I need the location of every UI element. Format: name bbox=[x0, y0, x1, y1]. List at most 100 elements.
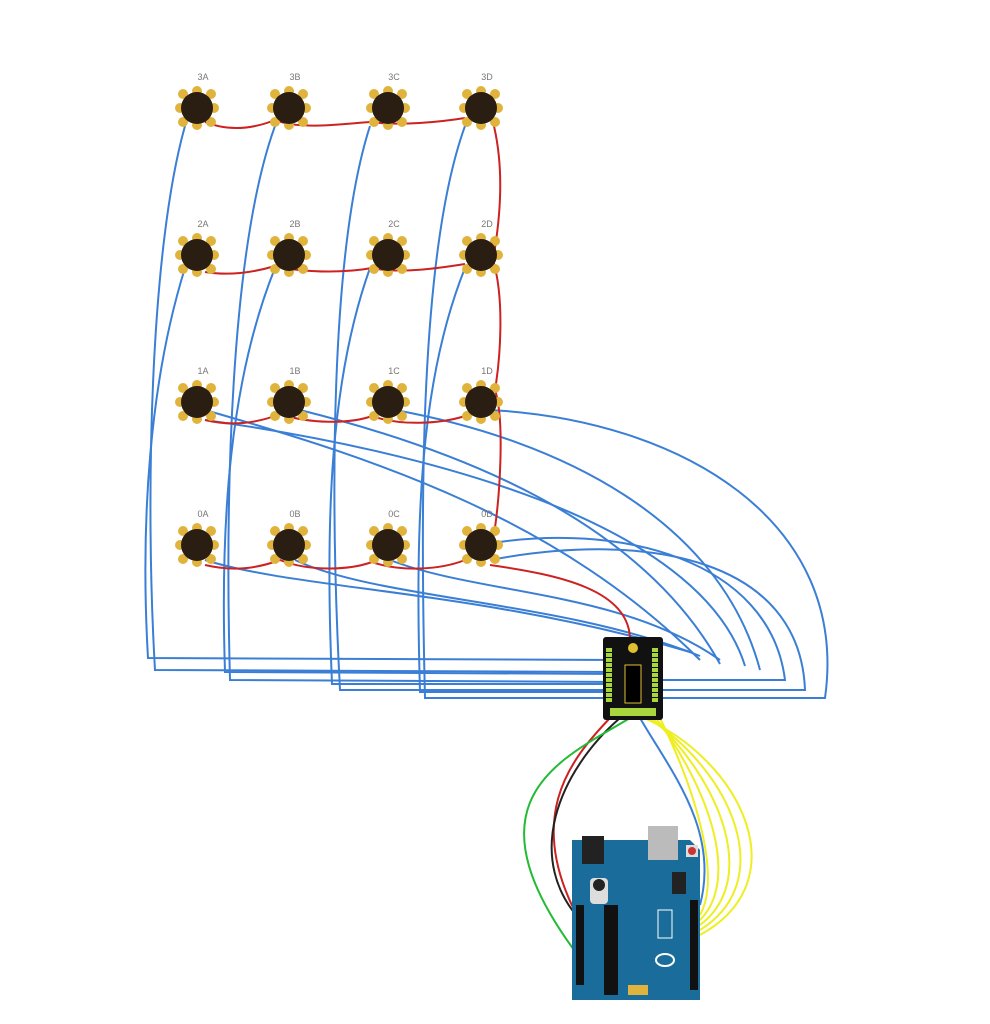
breakout-pins-right bbox=[652, 648, 658, 702]
wire-2a bbox=[144, 267, 621, 661]
button-pad bbox=[490, 554, 500, 564]
button-2d: 2D bbox=[459, 219, 503, 277]
button-1c: 1C bbox=[366, 366, 410, 424]
button-0c: 0C bbox=[366, 509, 410, 567]
button-2b: 2B bbox=[267, 219, 311, 277]
button-pad bbox=[178, 383, 188, 393]
button-label: 3D bbox=[481, 72, 493, 82]
wire-row-2 bbox=[204, 263, 466, 275]
breakout-pin bbox=[652, 688, 658, 692]
button-pad bbox=[270, 526, 280, 536]
button-pad bbox=[178, 117, 188, 127]
capacitor-top bbox=[593, 879, 605, 891]
button-pad bbox=[206, 117, 216, 127]
wire-1d bbox=[489, 409, 829, 699]
button-label: 0A bbox=[197, 509, 208, 519]
breakout-pin bbox=[606, 658, 612, 662]
button-body bbox=[273, 529, 305, 561]
wire-extra-1 bbox=[479, 536, 787, 681]
breakout-pin bbox=[652, 658, 658, 662]
breakout-pin bbox=[652, 653, 658, 657]
wire-0a bbox=[204, 559, 691, 653]
button-body bbox=[372, 92, 404, 124]
breakout-pin bbox=[606, 693, 612, 697]
button-body bbox=[465, 239, 497, 271]
button-body bbox=[465, 92, 497, 124]
button-pad bbox=[462, 383, 472, 393]
button-pad bbox=[206, 526, 216, 536]
breakout-pin bbox=[652, 663, 658, 667]
button-pad bbox=[270, 89, 280, 99]
button-2c: 2C bbox=[366, 219, 410, 277]
button-label: 0D bbox=[481, 509, 493, 519]
button-pad bbox=[178, 526, 188, 536]
button-1d: 1D bbox=[459, 366, 503, 424]
button-pad bbox=[298, 554, 308, 564]
button-pad bbox=[397, 89, 407, 99]
breakout-pin bbox=[606, 673, 612, 677]
wire-2b bbox=[222, 267, 621, 675]
breakout-board bbox=[603, 637, 663, 720]
button-pad bbox=[490, 526, 500, 536]
wire-1b bbox=[299, 409, 721, 665]
right-header bbox=[690, 900, 698, 990]
button-body bbox=[181, 386, 213, 418]
button-pad bbox=[298, 526, 308, 536]
button-pad bbox=[178, 411, 188, 421]
arduino-brand-mark bbox=[657, 909, 673, 939]
button-pad bbox=[369, 383, 379, 393]
breakout-pin bbox=[606, 698, 612, 702]
infinity-logo-icon bbox=[655, 953, 675, 967]
button-pad bbox=[206, 89, 216, 99]
breakout-pin bbox=[606, 683, 612, 687]
button-body bbox=[465, 529, 497, 561]
button-0a: 0A bbox=[175, 509, 219, 567]
button-pad bbox=[369, 554, 379, 564]
button-pad bbox=[270, 264, 280, 274]
microcontroller-chip bbox=[604, 905, 618, 995]
button-pad bbox=[369, 117, 379, 127]
button-1b: 1B bbox=[267, 366, 311, 424]
breakout-pin bbox=[606, 668, 612, 672]
breakout-bottom-header bbox=[610, 708, 656, 716]
button-body bbox=[181, 239, 213, 271]
button-pad bbox=[270, 554, 280, 564]
button-3c: 3C bbox=[366, 72, 410, 130]
wire-col-d-link bbox=[491, 121, 502, 541]
arduino-board bbox=[572, 826, 700, 1000]
button-label: 3B bbox=[289, 72, 300, 82]
power-jack-icon bbox=[582, 836, 604, 864]
button-label: 2D bbox=[481, 219, 493, 229]
button-pad bbox=[490, 89, 500, 99]
button-label: 1D bbox=[481, 366, 493, 376]
button-body bbox=[181, 92, 213, 124]
breakout-pin bbox=[606, 678, 612, 682]
button-pad bbox=[298, 264, 308, 274]
button-pad bbox=[178, 554, 188, 564]
button-3b: 3B bbox=[267, 72, 311, 130]
wire-bo-to-arduino-blue bbox=[639, 717, 706, 906]
button-body bbox=[372, 529, 404, 561]
button-pad bbox=[369, 411, 379, 421]
button-pad bbox=[397, 117, 407, 127]
button-0b: 0B bbox=[267, 509, 311, 567]
button-pad bbox=[206, 554, 216, 564]
button-3d: 3D bbox=[459, 72, 503, 130]
button-pad bbox=[397, 264, 407, 274]
button-label: 3C bbox=[388, 72, 400, 82]
wire-2c bbox=[328, 267, 620, 685]
breakout-pin bbox=[652, 648, 658, 652]
wire-3d bbox=[421, 125, 620, 699]
icsp-pins bbox=[628, 985, 648, 995]
button-body bbox=[372, 239, 404, 271]
button-3a: 3A bbox=[175, 72, 219, 130]
button-pad bbox=[298, 236, 308, 246]
button-body bbox=[465, 386, 497, 418]
wire-0c bbox=[389, 559, 721, 661]
button-pad bbox=[298, 383, 308, 393]
wire-signal-1 bbox=[643, 717, 753, 936]
wire-row-1 bbox=[204, 412, 466, 425]
wire-row-3 bbox=[204, 117, 466, 129]
button-pad bbox=[369, 89, 379, 99]
